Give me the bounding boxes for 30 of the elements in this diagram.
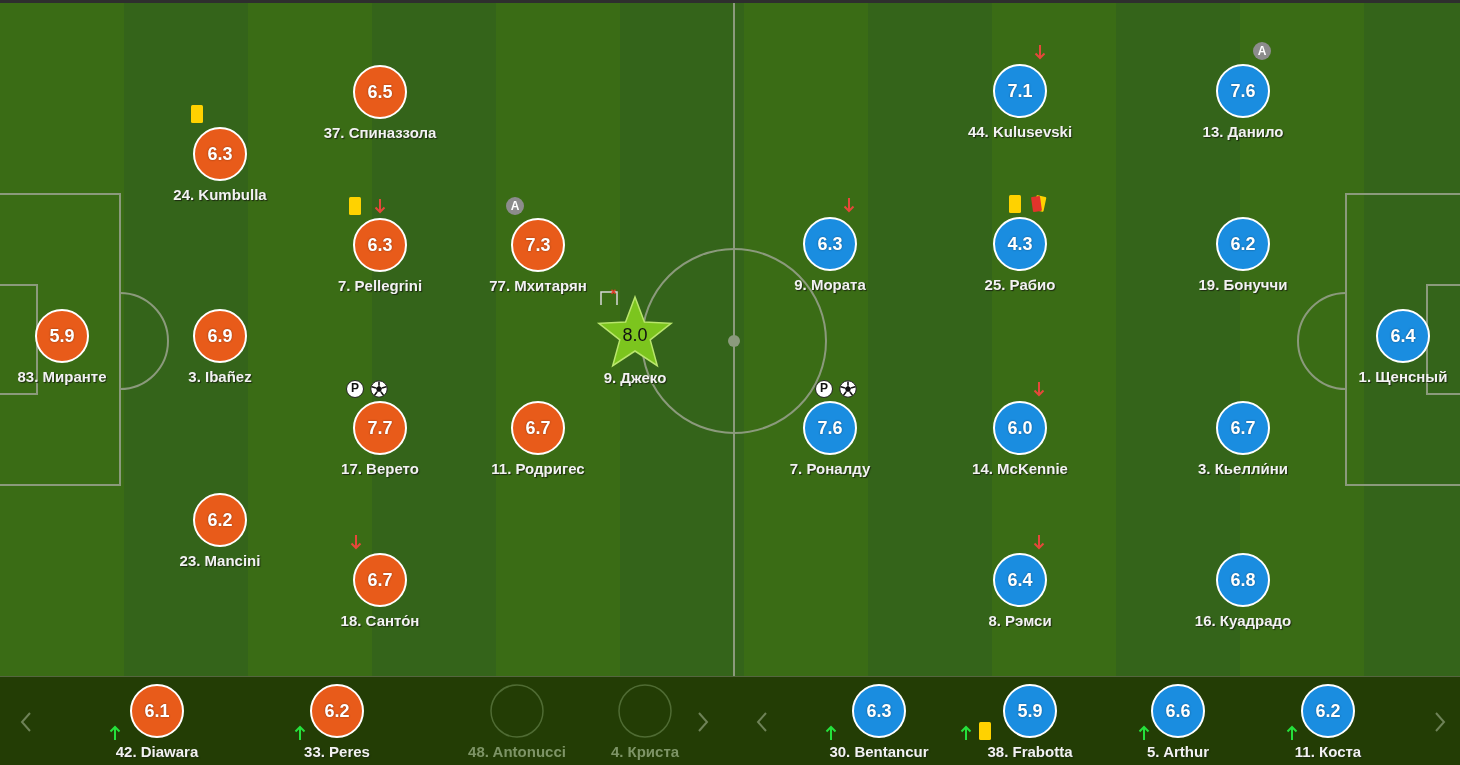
- player-name: 11. Коста: [1294, 743, 1362, 761]
- player-name: 37. Спиназзола: [323, 124, 437, 142]
- player-name: 44. Kulusevski: [967, 123, 1073, 141]
- player-name: 11. Родригес: [491, 460, 585, 478]
- player-name: 24. Kumbulla: [173, 186, 267, 204]
- player-name: 19. Бонуччи: [1198, 276, 1288, 294]
- player-name: 48. Antonucci: [468, 743, 566, 761]
- player-name: 42. Diawara: [115, 743, 199, 761]
- player-name: 7. Роналду: [789, 460, 871, 478]
- player-name: 9. Джеко: [603, 369, 667, 387]
- player-name: 77. Мхитарян: [489, 277, 587, 295]
- player-name: 13. Данило: [1202, 123, 1284, 141]
- player-name: 38. Frabotta: [987, 743, 1073, 761]
- player-name: 16. Куадрадо: [1194, 612, 1292, 630]
- player-name: 3. Ibañez: [188, 368, 252, 386]
- player-name: 7. Pellegrini: [337, 277, 423, 295]
- player-name: 33. Peres: [304, 743, 370, 761]
- player-name: 23. Mancini: [179, 552, 261, 570]
- player-name: 8. Рэмси: [988, 612, 1052, 630]
- player-name: 30. Bentancur: [829, 743, 929, 761]
- player-name: 4. Криста: [610, 743, 680, 761]
- player-name: 3. Кьелли́ни: [1198, 460, 1288, 478]
- player-name: 83. Миранте: [17, 368, 107, 386]
- player-name: 5. Arthur: [1147, 743, 1209, 761]
- player-name: 1. Щенсный: [1358, 368, 1448, 386]
- player-name: 9. Мората: [794, 276, 866, 294]
- player-name: 17. Верето: [341, 460, 419, 478]
- player-name: 18. Санто́н: [340, 612, 420, 630]
- player-name: 25. Рабио: [984, 276, 1056, 294]
- player-name: 14. McKennie: [972, 460, 1068, 478]
